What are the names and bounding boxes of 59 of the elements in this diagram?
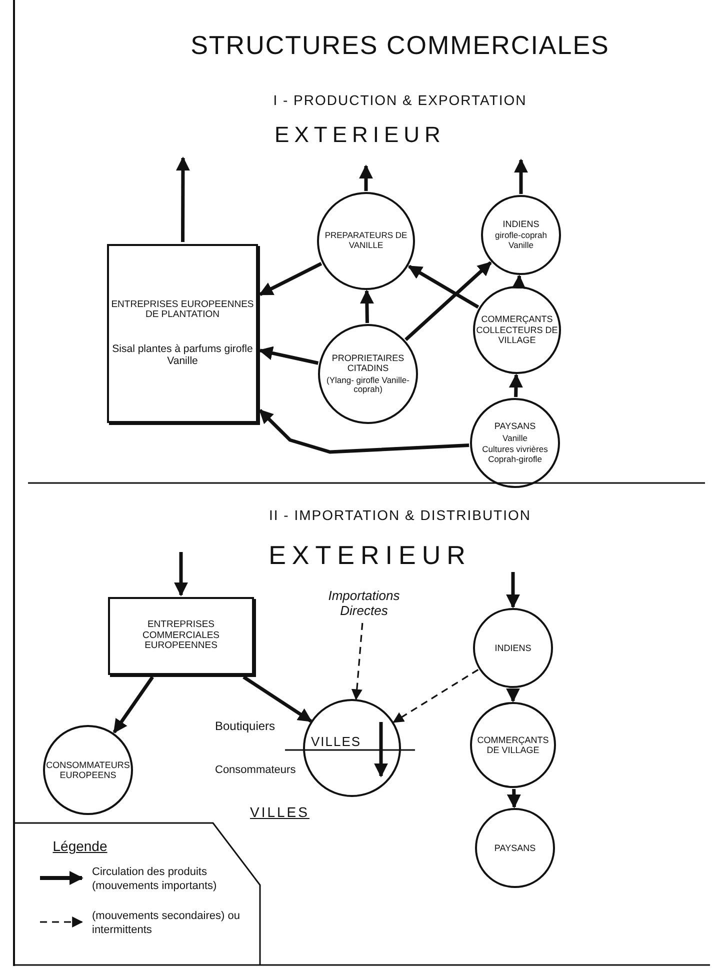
arrow	[392, 668, 479, 723]
place-label: EXTERIEUR	[274, 122, 446, 148]
node-label: girofle-coprah Vanille	[494, 231, 548, 251]
place-label: EXTERIEUR	[268, 540, 472, 571]
node-label: Sisal plantes à parfums girofle Vanille	[111, 343, 254, 368]
arrow	[258, 262, 322, 296]
arrow	[408, 264, 480, 309]
circle-node	[317, 192, 415, 290]
section-heading: II - IMPORTATION & DISTRIBUTION	[269, 507, 531, 523]
node-label: PREPARATEURS DE VANILLE	[324, 231, 408, 251]
node-label: Boutiquiers	[215, 719, 276, 733]
circle-node	[43, 725, 133, 815]
circle-node	[318, 324, 418, 424]
arrow	[258, 409, 470, 454]
process-box	[107, 244, 258, 423]
arrow	[112, 676, 154, 734]
circle-node	[470, 702, 556, 788]
arrow	[360, 290, 374, 324]
arrow	[404, 261, 492, 341]
arrow	[351, 622, 364, 700]
arrow	[506, 788, 521, 808]
title: STRUCTURES COMMERCIALES	[190, 30, 610, 61]
arrow	[359, 164, 373, 191]
arrow	[512, 274, 526, 289]
arrow	[506, 688, 520, 702]
node-label: COMMERÇANTS COLLECTEURS DE VILLAGE	[475, 314, 559, 346]
arrow	[258, 346, 319, 365]
circle-node	[470, 398, 560, 488]
node-label: COMMERÇANTS DE VILLAGE	[476, 734, 550, 756]
node-label: Consommateurs	[215, 764, 296, 776]
circle-node	[473, 286, 561, 374]
node-label: INDIENS	[502, 219, 540, 230]
node-label: PAYSANS	[494, 842, 536, 854]
arrow	[176, 156, 190, 242]
legend-text: Circulation des produits (mouvements importants)	[92, 866, 218, 894]
circle-node	[481, 195, 561, 275]
arrow	[514, 158, 528, 194]
node-label: PROPRIETAIRES CITADINS	[330, 352, 406, 374]
place-label: VILLES	[311, 734, 362, 749]
node-label: CONSOMMATEURS EUROPEENS	[45, 760, 131, 780]
node-label: INDIENS	[494, 642, 532, 654]
circle-node	[475, 808, 555, 888]
process-box	[108, 597, 254, 675]
node-label: Vanille	[502, 434, 528, 444]
node-label: ENTREPRISES COMMERCIALES EUROPEENNES	[141, 620, 221, 652]
node-label: PAYSANS	[494, 421, 536, 432]
section-heading: I - PRODUCTION & EXPORTATION	[273, 92, 527, 108]
arrow	[506, 572, 520, 608]
arrow	[242, 676, 312, 723]
node-label: Importations Directes	[327, 589, 401, 619]
node-label: (Ylang- girofle Vanille-coprah)	[326, 376, 410, 396]
legend-text: (mouvements secondaires) ou intermittents	[92, 910, 241, 938]
legend-title: Légende	[52, 838, 108, 854]
arrow	[508, 374, 523, 398]
caption-label: VILLES	[250, 804, 310, 820]
node-label: ENTREPRISES EUROPEENNES DE PLANTATION	[110, 300, 255, 322]
arrow	[174, 552, 188, 596]
circle-node	[473, 608, 553, 688]
node-label: Cultures vivrières Coprah-girofle	[481, 445, 549, 465]
